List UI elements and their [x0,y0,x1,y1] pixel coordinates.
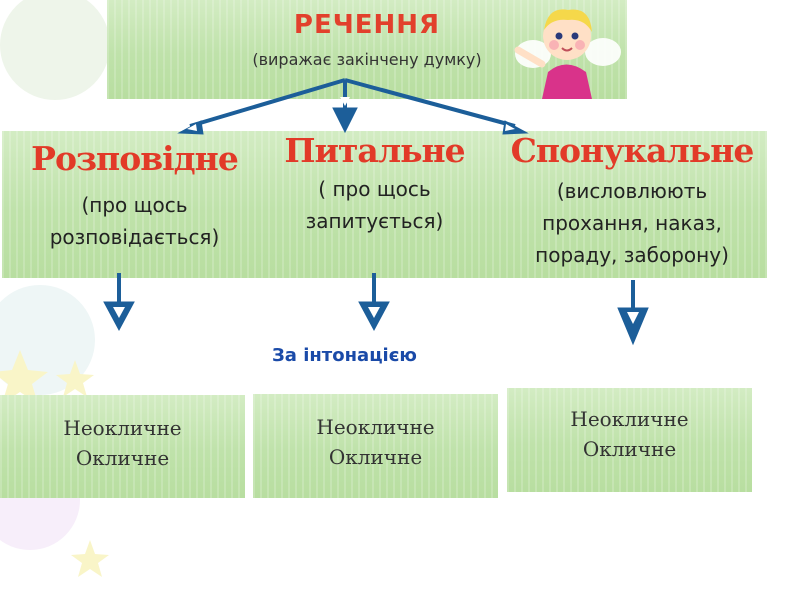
intonation-box-interrogative: Неокличне Окличне [253,394,498,498]
category-interrogative: Питальне ( про щось запитується) [267,131,482,237]
category-imperative: Спонукальне (висловлюють прохання, наказ… [497,131,767,271]
category-description: ( про щось запитується) [267,173,482,237]
intonation-option: Неокличне [570,407,689,431]
intonation-option: Окличне [75,446,170,470]
category-description: (висловлюють прохання, наказ, пораду, за… [497,175,767,271]
description-line: пораду, заборону) [535,243,729,267]
category-name: Питальне [284,131,465,170]
description-line: прохання, наказ, [542,211,722,235]
intonation-option: Окличне [582,437,677,461]
diagram-subtitle: (виражає закінчену думку) [252,50,482,69]
description-line: запитується) [305,209,444,233]
intonation-box-declarative: Неокличне Окличне [0,395,245,498]
category-name: Розповідне [31,139,239,178]
intonation-option: Неокличне [316,415,435,439]
diagram-title: РЕЧЕННЯ [293,10,441,40]
description-line: (про щось [81,193,188,217]
description-line: (висловлюють [556,179,708,203]
intonation-label: За інтонацією [272,345,417,366]
intonation-option: Окличне [328,445,423,469]
intonation-option: Неокличне [63,416,182,440]
description-line: ( про щось [318,177,431,201]
category-declarative: Розповідне (про щось розповідається) [12,139,257,253]
intonation-box-imperative: Неокличне Окличне [507,388,752,492]
sentence-types-panel: Розповідне (про щось розповідається) Пит… [2,131,767,278]
category-description: (про щось розповідається) [12,189,257,253]
description-line: розповідається) [49,225,220,249]
cherub-illustration [514,9,621,99]
category-name: Спонукальне [510,131,755,170]
